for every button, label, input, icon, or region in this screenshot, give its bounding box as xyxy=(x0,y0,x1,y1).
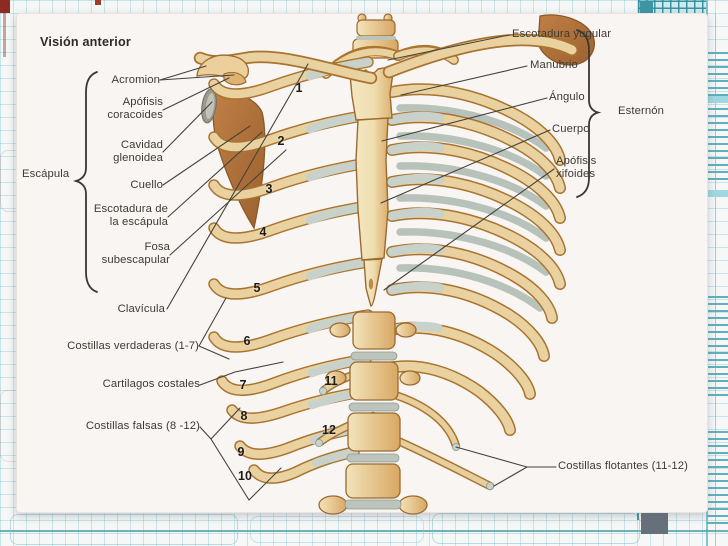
rib-number-8: 8 xyxy=(240,409,248,423)
bottom-outline-1 xyxy=(10,514,238,545)
figure-title: Visión anterior xyxy=(40,35,131,49)
label-escotadura-yugular: Escotadura yugular xyxy=(512,28,612,40)
rib-number-4: 4 xyxy=(259,225,267,239)
label-costillas-falsas: Costillas falsas (8 -12) xyxy=(85,420,200,432)
right-tick-group-3 xyxy=(707,428,728,524)
label-manubrio: Manubrio xyxy=(530,59,578,71)
rib-number-3: 3 xyxy=(265,182,273,196)
label-esternon: Esternón xyxy=(618,105,665,117)
red-tick-mark xyxy=(95,0,101,5)
bottom-outline-2 xyxy=(250,516,424,543)
rib-number-6: 6 xyxy=(243,334,251,348)
label-cavidad-glenoidea: Cavidad glenoidea xyxy=(113,139,163,164)
rib-number-5: 5 xyxy=(253,281,261,295)
label-apofisis-coracoides: Apófisis coracoides xyxy=(107,96,163,121)
label-cartilagos-costales: Cartilagos costales xyxy=(102,378,200,390)
right-tick-group-1 xyxy=(707,52,728,180)
label-apofisis-xifoides: Apófisis xifoides xyxy=(556,155,597,180)
cyan-block-2 xyxy=(708,190,728,197)
right-rail-line-2 xyxy=(715,14,716,546)
bottom-teal-line xyxy=(0,530,728,532)
label-acromion: Acromion xyxy=(111,74,160,86)
rib-number-12: 12 xyxy=(322,423,336,437)
rib-number-9: 9 xyxy=(237,445,245,459)
rib-number-2: 2 xyxy=(277,134,285,148)
rib-number-10: 10 xyxy=(238,469,252,483)
label-cuerpo: Cuerpo xyxy=(552,123,590,135)
teal-grid-patch-dark-cell xyxy=(640,1,653,14)
rib-number-1: 1 xyxy=(295,81,303,95)
red-corner-mark xyxy=(0,0,10,13)
rib-number-11: 11 xyxy=(324,374,338,388)
red-edge-strip xyxy=(3,13,6,57)
rib-number-7: 7 xyxy=(239,378,247,392)
cyan-block-1 xyxy=(708,96,728,103)
bottom-outline-3 xyxy=(432,513,640,544)
label-cuello: Cuello xyxy=(130,179,163,191)
label-escotadura-escapula: Escotadura de la escápula xyxy=(93,203,168,228)
label-costillas-flotantes: Costillas flotantes (11-12) xyxy=(558,460,688,472)
label-angulo: Ángulo xyxy=(549,91,585,103)
label-clavicula: Clavícula xyxy=(117,303,165,315)
label-escapula: Escápula xyxy=(22,168,70,180)
label-costillas-verdaderas: Costillas verdaderas (1-7) xyxy=(67,340,199,352)
right-tick-group-2 xyxy=(707,296,728,396)
label-fosa-subescapular: Fosa subescapular xyxy=(101,241,170,266)
